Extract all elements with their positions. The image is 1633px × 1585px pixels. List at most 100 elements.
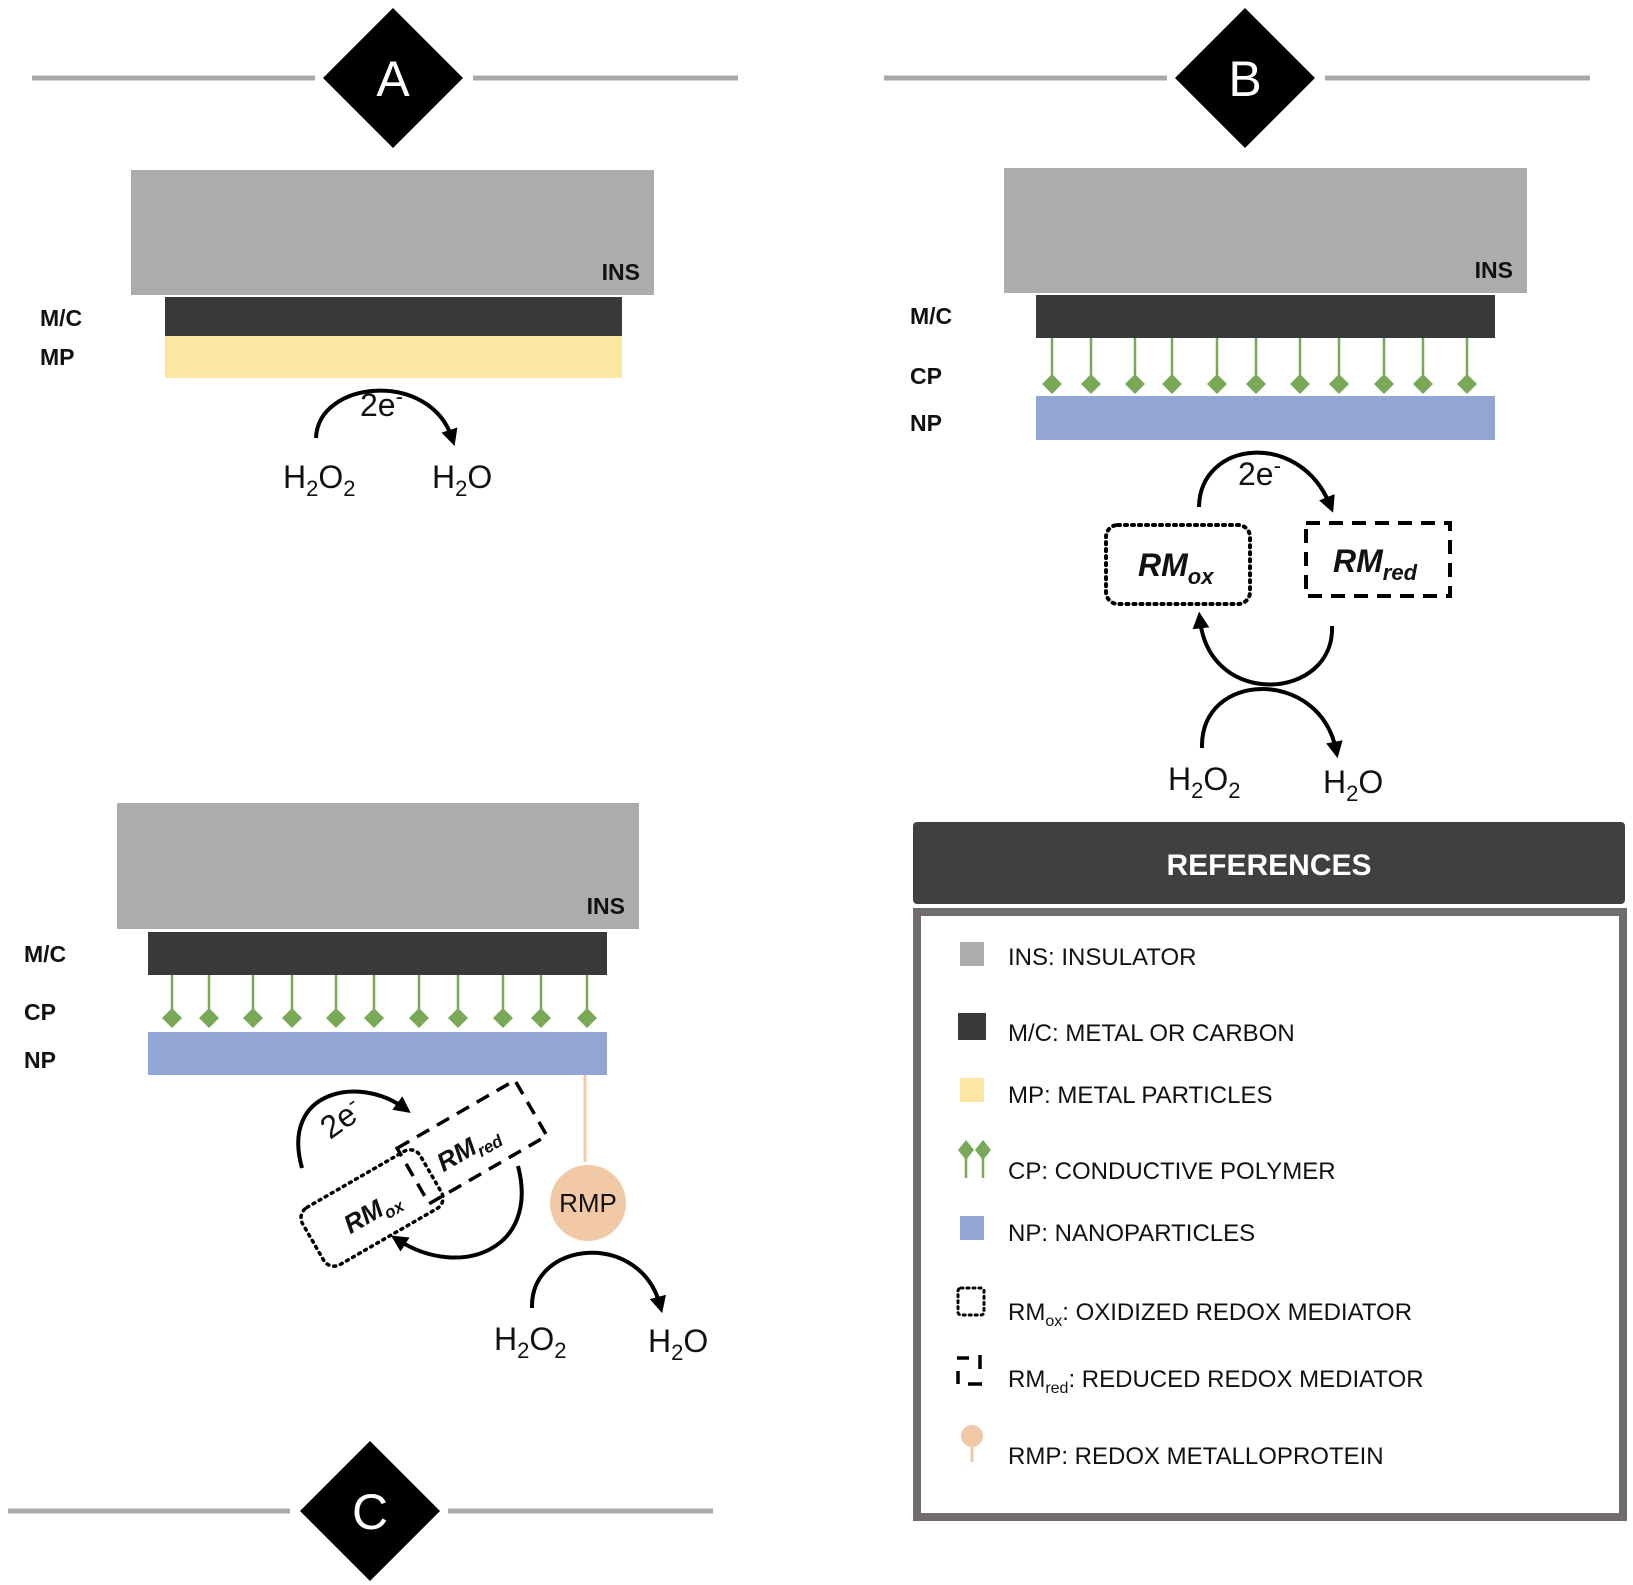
cp-label: CP xyxy=(910,363,942,389)
legend-item-metal-particles: MP: METAL PARTICLES xyxy=(1008,1082,1273,1109)
mp-label: MP xyxy=(40,344,75,370)
electron-transfer-arrow xyxy=(1197,450,1335,513)
reduction-arrow xyxy=(1199,687,1343,759)
ins-label: INS xyxy=(602,259,640,285)
insulator-layer xyxy=(1004,168,1527,293)
rm-ox-label: RMox xyxy=(1138,547,1214,589)
references-header xyxy=(913,822,1625,904)
metalloprotein-icon xyxy=(961,1425,983,1462)
panel-badge xyxy=(323,8,463,148)
polymer-strand xyxy=(199,975,219,1028)
rm-ox-box xyxy=(299,1148,445,1268)
mc-label: M/C xyxy=(40,305,82,331)
polymer-strand xyxy=(1042,338,1062,394)
insulator-swatch-icon xyxy=(960,942,984,966)
polymer-strand xyxy=(364,975,384,1028)
legend-item-oxidized-mediator: RMox: OXIDIZED REDOX MEDIATOR xyxy=(1008,1299,1412,1330)
conductive-polymer-icon xyxy=(958,1140,991,1178)
references-box xyxy=(913,908,1627,1521)
metal-carbon-layer xyxy=(165,297,622,336)
polymer-strand xyxy=(282,975,302,1028)
reaction-arrow xyxy=(314,388,458,446)
legend-item-reduced-mediator: RMred: REDUCED REDOX MEDIATOR xyxy=(1008,1366,1424,1397)
polymer-strand xyxy=(243,975,263,1028)
rm-red-box xyxy=(394,1077,550,1207)
panel-letter: A xyxy=(376,51,410,107)
rm-ox-box xyxy=(1104,523,1252,606)
reactant-h2o2: H2O2 xyxy=(283,459,356,501)
metal-particles-layer xyxy=(165,336,622,378)
mc-label: M/C xyxy=(24,941,66,967)
conductive-polymer-layer xyxy=(1042,338,1477,394)
panel-b: B INS M/C CP NP 2e- RMox RMred H2O2 H2O xyxy=(884,8,1590,806)
legend-item-metalloprotein: RMP: REDOX METALLOPROTEIN xyxy=(1008,1443,1384,1470)
electron-label: 2e- xyxy=(360,384,403,423)
polymer-strand xyxy=(1290,338,1310,394)
panel-letter: C xyxy=(352,1484,388,1540)
electron-label: 2e- xyxy=(1238,453,1281,492)
np-label: NP xyxy=(910,410,942,436)
polymer-strand xyxy=(1125,338,1145,394)
rmp-sphere xyxy=(550,1165,626,1241)
polymer-strand xyxy=(162,975,182,1028)
insulator-layer xyxy=(131,170,654,295)
dotted-box-icon xyxy=(956,1286,986,1317)
references-legend: REFERENCES INS: INSULATOR M/C: METAL OR … xyxy=(913,822,1627,1521)
product-h2o: H2O xyxy=(1323,764,1383,806)
polymer-strand xyxy=(1413,338,1433,394)
metal-carbon-layer xyxy=(1036,295,1495,338)
regeneration-arrow xyxy=(390,1165,524,1260)
legend-item-nanoparticles: NP: NANOPARTICLES xyxy=(1008,1220,1255,1247)
metal-particles-swatch-icon xyxy=(960,1078,984,1102)
dashed-box-icon xyxy=(956,1355,982,1386)
rm-red-group: RMred xyxy=(394,1077,550,1207)
nanoparticles-layer xyxy=(148,1032,607,1075)
polymer-strand xyxy=(409,975,429,1028)
polymer-strand xyxy=(1081,338,1101,394)
reactant-h2o2: H2O2 xyxy=(494,1321,567,1363)
polymer-strand xyxy=(1162,338,1182,394)
panel-letter: B xyxy=(1228,51,1261,107)
rmp-label: RMP xyxy=(559,1188,617,1218)
rm-red-label: RMred xyxy=(431,1118,506,1181)
nanoparticles-layer xyxy=(1036,396,1495,440)
polymer-strand xyxy=(493,975,513,1028)
legend-item-insulator: INS: INSULATOR xyxy=(1008,944,1196,971)
rm-ox-label: RMox xyxy=(338,1183,409,1243)
legend-item-metal-carbon: M/C: METAL OR CARBON xyxy=(1008,1020,1295,1047)
legend-item-conductive-polymer: CP: CONDUCTIVE POLYMER xyxy=(1008,1158,1336,1185)
ins-label: INS xyxy=(587,893,625,919)
rm-red-box xyxy=(1304,521,1452,598)
panel-badge xyxy=(1175,8,1315,148)
metal-carbon-layer xyxy=(148,932,607,975)
polymer-strand xyxy=(1329,338,1349,394)
np-label: NP xyxy=(24,1047,56,1073)
nanoparticles-swatch-icon xyxy=(960,1216,984,1240)
polymer-strand xyxy=(1457,338,1477,394)
electron-label: 2e- xyxy=(312,1089,370,1146)
insulator-layer xyxy=(117,803,639,929)
panel-badge xyxy=(300,1441,440,1581)
product-h2o: H2O xyxy=(432,459,492,501)
polymer-strand xyxy=(448,975,468,1028)
reduction-arrow xyxy=(529,1250,666,1314)
panel-c: INS M/C CP NP RMP 2e- RMox RMred H2O2 H2… xyxy=(8,803,713,1581)
rm-red-label: RMred xyxy=(1333,543,1418,585)
polymer-strand xyxy=(531,975,551,1028)
product-h2o: H2O xyxy=(648,1323,708,1365)
metal-carbon-swatch-icon xyxy=(958,1013,986,1040)
cp-label: CP xyxy=(24,999,56,1025)
electron-transfer-arrow xyxy=(296,1089,411,1169)
ins-label: INS xyxy=(1475,257,1513,283)
panel-a: A INS M/C MP 2e- H2O2 H2O xyxy=(32,8,738,501)
polymer-strand xyxy=(326,975,346,1028)
polymer-strand xyxy=(1374,338,1394,394)
polymer-strand xyxy=(1207,338,1227,394)
mc-label: M/C xyxy=(910,303,952,329)
references-title: REFERENCES xyxy=(1166,849,1371,882)
conductive-polymer-layer xyxy=(162,975,597,1028)
polymer-strand xyxy=(577,975,597,1028)
reactant-h2o2: H2O2 xyxy=(1168,761,1241,803)
regeneration-arrow xyxy=(1192,611,1335,687)
